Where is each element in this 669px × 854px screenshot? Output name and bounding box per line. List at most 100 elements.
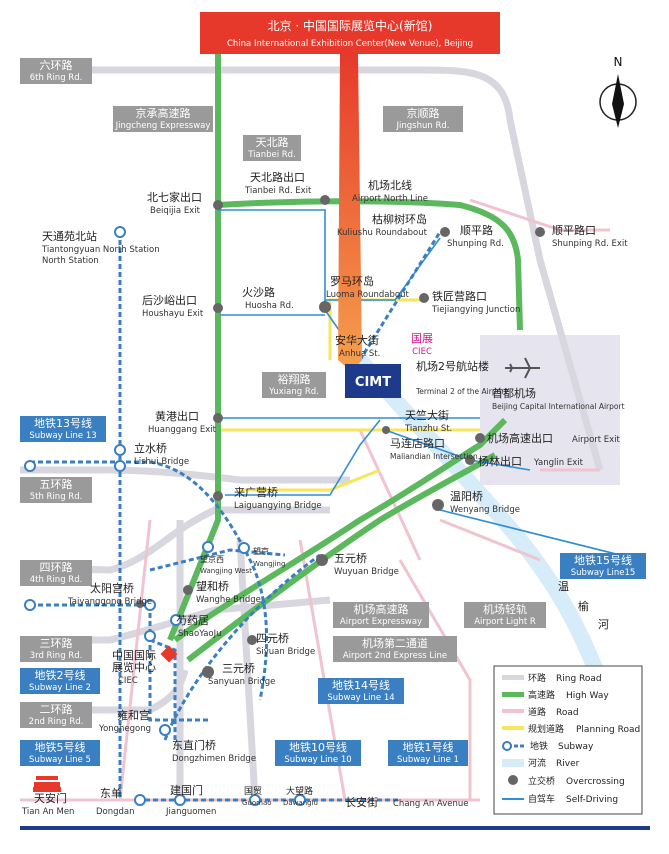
river-char-2: 榆 (578, 599, 589, 613)
place-dawanglu-zh: 大望路 (286, 785, 313, 797)
place-airport-north-en: Airport North Line (352, 194, 428, 204)
svg-text:京承高速路: 京承高速路 (136, 106, 191, 120)
place-ciec-old-zh2: 展览中心 (112, 660, 156, 674)
legend-subway-icon (502, 741, 512, 751)
place-dongdan-en: Dongdan (96, 807, 135, 817)
legend-ring-en: Ring Road (556, 674, 602, 684)
venue-cimt: CIMT 国展 CIEC (345, 332, 433, 398)
venue-tag-en: CIEC (412, 347, 432, 357)
ring-4 (19, 506, 330, 574)
svg-text:四环路: 四环路 (40, 561, 73, 574)
svg-text:Subway Line 2: Subway Line 2 (29, 683, 91, 693)
place-laiguangying-en: Laiguangying Bridge (234, 501, 322, 511)
place-tiananmen-en: Tian An Men (21, 807, 74, 817)
place-guomao-en: Guomao (242, 799, 272, 807)
place-tiantongyuan-en2: North Station (42, 256, 99, 266)
svg-text:Airport Light R: Airport Light R (474, 617, 536, 627)
title-en: China International Exhibition Center(Ne… (227, 39, 473, 49)
legend-highway-en: High Way (566, 691, 609, 701)
legend-road-swatch (502, 709, 524, 713)
road-label-yuxiang: 裕翔路 Yuxiang Rd. (262, 372, 326, 398)
place-yanglin-zh: 杨林出口 (478, 454, 522, 468)
place-tianzhu-zh: 天竺大街 (405, 408, 449, 422)
legend-river-en: River (556, 759, 580, 769)
place-ciec-old-zh: 中国国际 (112, 649, 156, 662)
svg-text:地铁14号线: 地铁14号线 (332, 678, 390, 692)
place-huosha-zh: 火沙路 (242, 286, 275, 299)
place-yanglin-en: Yanglin Exit (533, 458, 584, 468)
compass-label: N (614, 55, 623, 69)
bottom-border (20, 826, 650, 830)
legend-overcrossing-en: Overcrossing (566, 777, 625, 787)
subway-label-15: 地铁15号线 Subway Line15 (560, 553, 646, 579)
place-wangjing-zh: 望京 (253, 546, 269, 556)
place-shunping-zh: 顺平路 (460, 224, 493, 237)
subway-label-2: 地铁2号线 Subway Line 2 (20, 668, 100, 694)
legend-ring-zh: 环路 (528, 672, 546, 684)
place-sanyuan-zh: 三元桥 (222, 662, 255, 675)
subway-icon (294, 794, 306, 806)
ring-label-6: 六环路 6th Ring Rd. (20, 58, 92, 84)
place-shunping-exit-en: Shunping Rd. Exit (552, 239, 628, 249)
svg-text:地铁5号线: 地铁5号线 (35, 740, 86, 754)
place-luoma-zh: 罗马环岛 (330, 274, 374, 288)
place-kuliushu-zh: 枯柳树环岛 (372, 212, 427, 226)
place-huanggang-zh: 黄港出口 (155, 409, 199, 423)
svg-text:Airport 2nd Express Line: Airport 2nd Express Line (343, 651, 447, 661)
svg-text:2nd Ring Rd.: 2nd Ring Rd. (29, 717, 84, 727)
legend-highway-zh: 高速路 (528, 689, 555, 701)
place-airport-exit-en: Airport Exit (572, 435, 621, 445)
place-terminal2-zh: 机场2号航站楼 (416, 359, 489, 373)
place-capital-airport-zh: 首都机场 (492, 386, 536, 400)
place-dongdan-zh: 东单 (100, 787, 122, 800)
place-changan-zh: 长安街 (345, 795, 378, 809)
place-luoma-en: Luoma Roundabout (326, 290, 409, 300)
ring-3b (236, 539, 259, 801)
river-char-3: 河 (598, 618, 609, 631)
place-houshayu-zh: 后沙峪出口 (142, 293, 197, 307)
ring-label-3: 三环路 3rd Ring Rd. (20, 636, 92, 662)
subway-label-14: 地铁14号线 Subway Line 14 (318, 678, 404, 704)
venue-name: CIMT (355, 375, 391, 390)
subway-lines (30, 231, 442, 802)
legend-highway-swatch (502, 692, 524, 697)
svg-text:地铁2号线: 地铁2号线 (35, 668, 86, 682)
subway-icon (114, 226, 126, 238)
svg-text:5th Ring Rd.: 5th Ring Rd. (30, 492, 83, 502)
place-beiqijia-en: Beiqijia Exit (150, 206, 201, 216)
road-label-jingcheng: 京承高速路 Jingcheng Expressway (113, 106, 213, 132)
subway-icon (134, 794, 146, 806)
place-capital-airport-en: Beijing Capital International Airport (492, 402, 625, 411)
ring-label-4: 四环路 4th Ring Rd. (20, 560, 92, 586)
svg-text:Subway Line15: Subway Line15 (571, 568, 636, 578)
place-siyuan-zh: 四元桥 (256, 632, 289, 645)
place-lishui-zh: 立水桥 (134, 441, 167, 455)
svg-text:机场轻轨: 机场轻轨 (483, 602, 527, 616)
place-shunping-en: Shunping Rd. (447, 239, 504, 249)
svg-text:京顺路: 京顺路 (407, 106, 440, 120)
legend: 环路 Ring Road 高速路 High Way 道路 Road 规划道路 P… (493, 665, 643, 815)
place-tianbei-exit-en: Tianbei Rd. Exit (244, 186, 312, 196)
legend-subway-zh: 地铁 (530, 740, 548, 752)
place-dongzhimen-en: Dongzhimen Bridge (172, 754, 256, 764)
place-airport-north-zh: 机场北线 (368, 178, 412, 192)
svg-text:地铁15号线: 地铁15号线 (574, 553, 632, 567)
title-box (200, 12, 500, 54)
place-yonghegong-zh: 雍和宫 (117, 708, 150, 722)
svg-text:3rd Ring Rd.: 3rd Ring Rd. (30, 651, 83, 661)
svg-text:Airport Expressway: Airport Expressway (340, 617, 422, 627)
legend-drive-zh: 自驾车 (528, 793, 555, 805)
ring-3 (20, 596, 331, 644)
place-taiyanggong-zh: 太阳宫桥 (90, 581, 134, 595)
place-wangjing-en: Wangjing (253, 560, 285, 568)
subway-icon (249, 794, 261, 806)
place-guomao-zh: 国贸 (244, 785, 262, 797)
place-airport-exit-zh: 机场高速出口 (487, 431, 553, 445)
place-wangjing-west-zh: 望京西 (200, 554, 224, 564)
svg-text:Jingcheng Expressway: Jingcheng Expressway (115, 121, 211, 131)
place-anhua-zh: 安华大街 (335, 333, 379, 347)
subway-icon (202, 541, 214, 553)
svg-text:五环路: 五环路 (40, 478, 73, 491)
place-yonghegong-en: Yonghegong (98, 724, 151, 734)
place-beiqijia-zh: 北七家出口 (147, 190, 202, 204)
